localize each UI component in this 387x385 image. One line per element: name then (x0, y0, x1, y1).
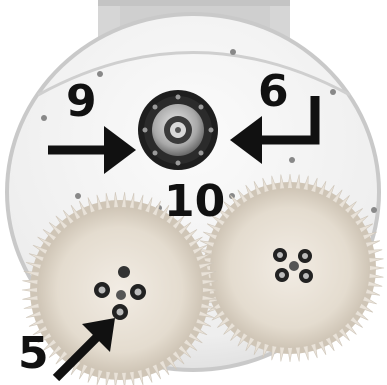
callout-10: 10 (164, 176, 225, 227)
screw-icon (75, 193, 81, 199)
screw-icon (97, 71, 103, 77)
drive-hub-icon (138, 90, 218, 170)
screw-icon (371, 207, 377, 213)
callout-6: 6 (258, 66, 289, 117)
screw-icon (230, 49, 236, 55)
callout-9: 9 (66, 76, 97, 127)
callout-5: 5 (18, 328, 49, 379)
screw-icon (41, 115, 47, 121)
screw-icon (330, 89, 336, 95)
bristle (287, 346, 292, 362)
screw-icon (289, 157, 295, 163)
bristle (368, 265, 384, 270)
